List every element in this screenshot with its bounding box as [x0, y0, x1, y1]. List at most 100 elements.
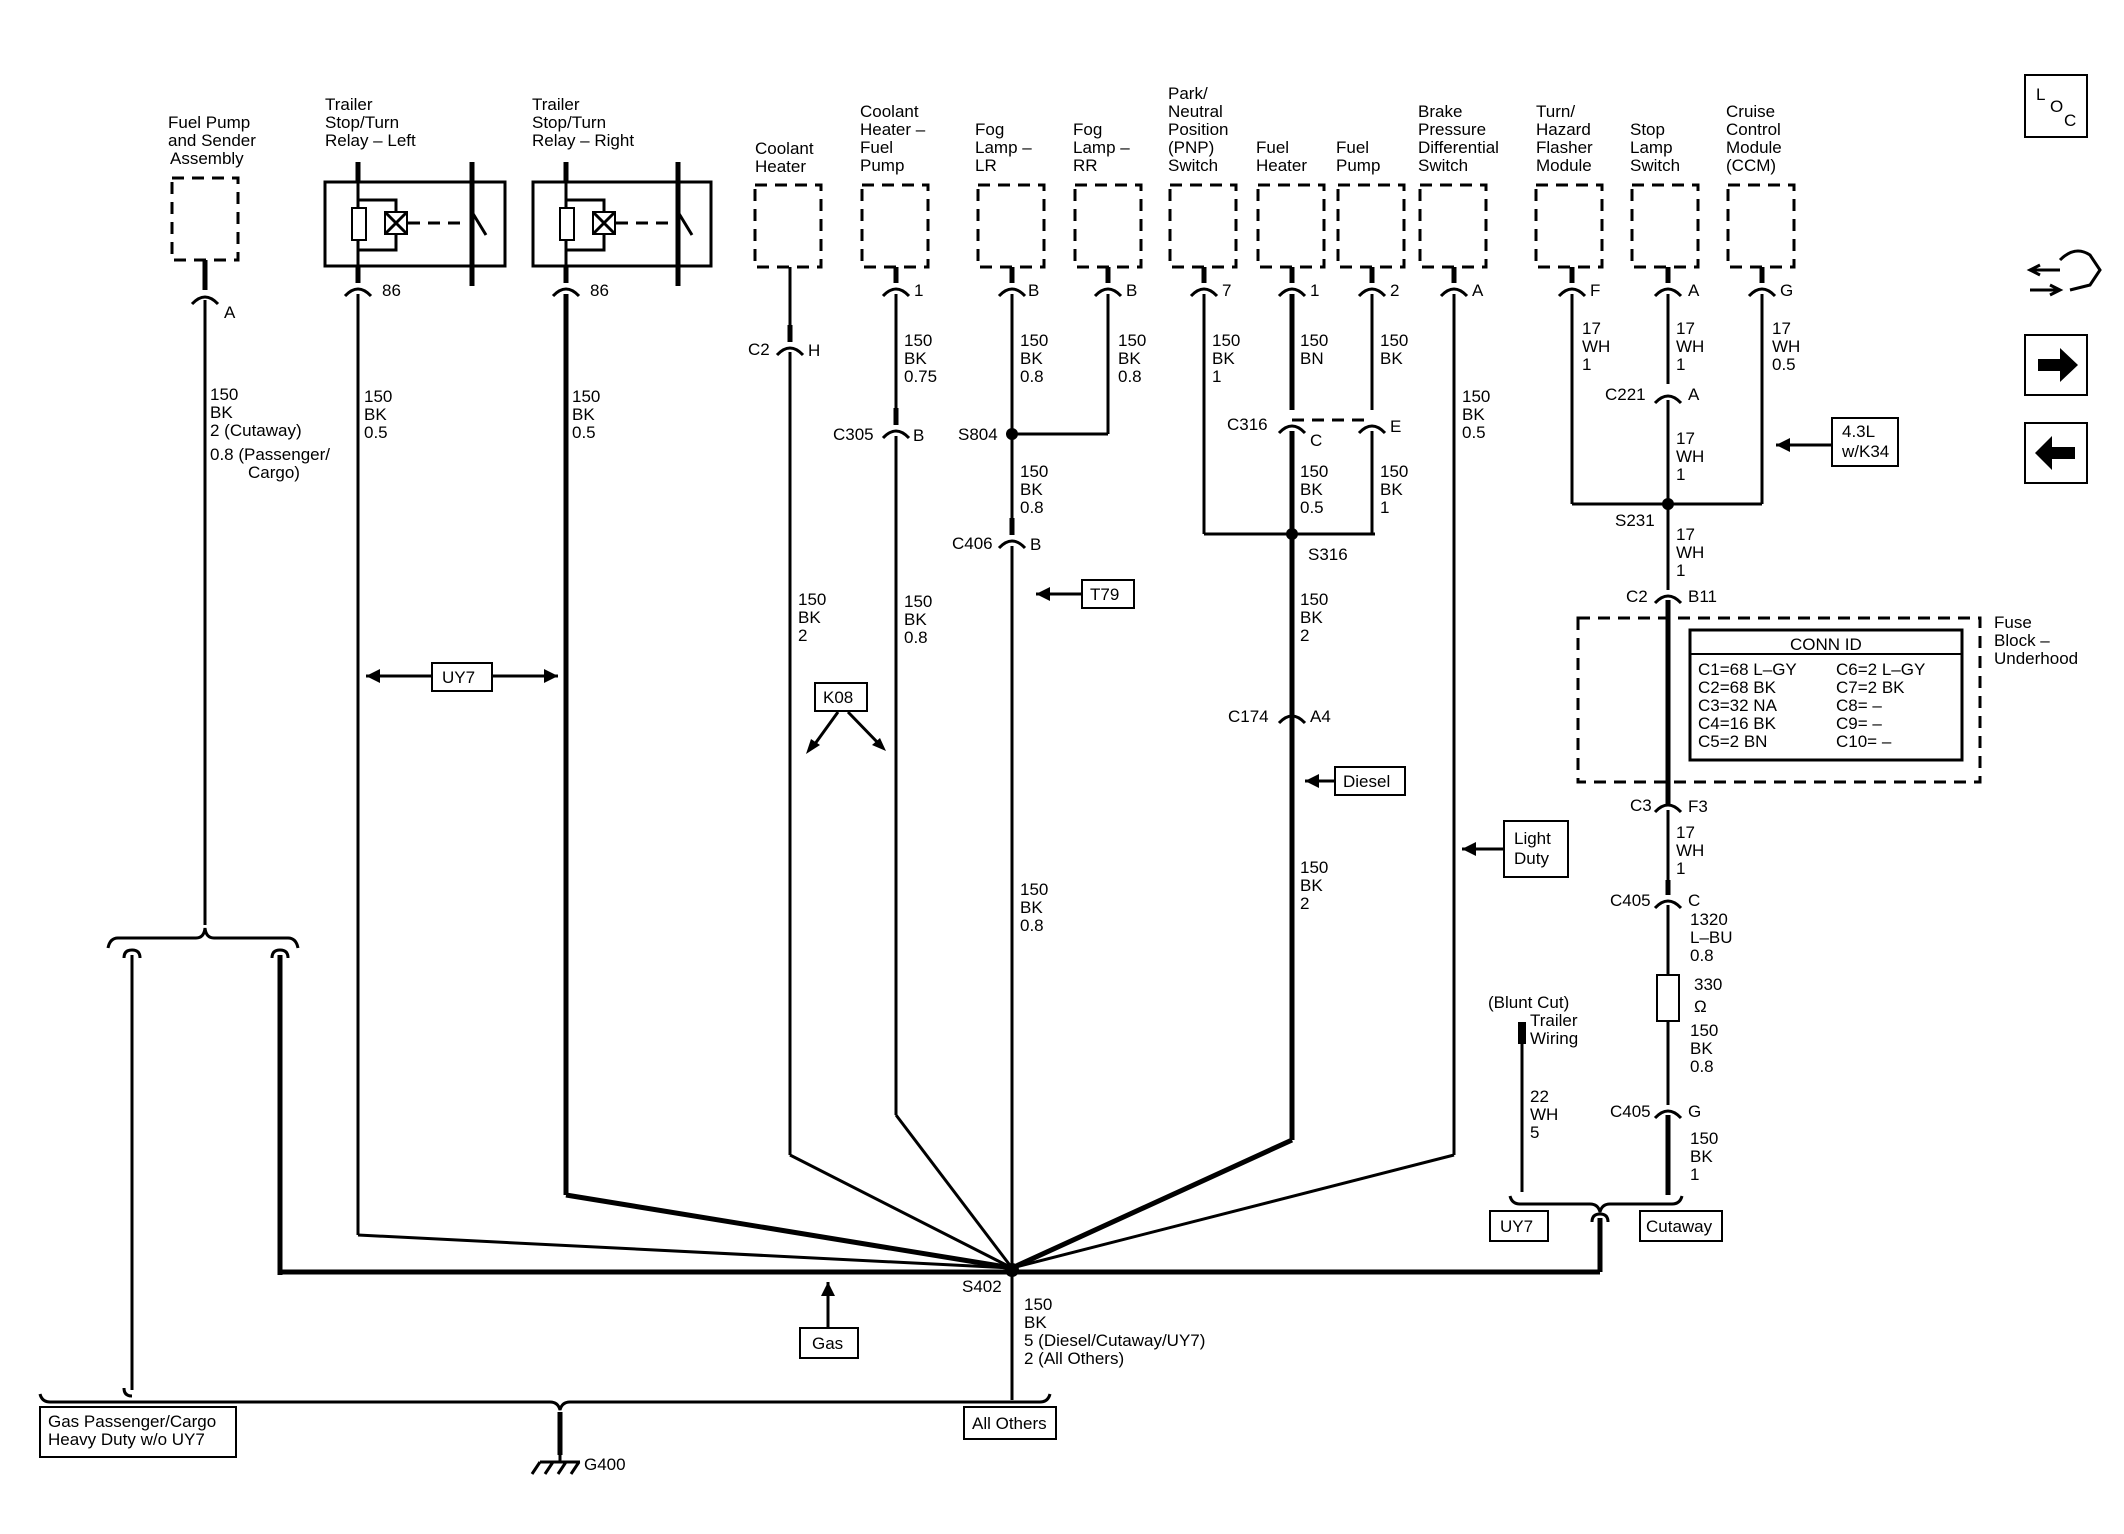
svg-text:S402: S402: [962, 1277, 1002, 1296]
svg-text:150: 150: [1024, 1295, 1052, 1314]
svg-text:86: 86: [382, 281, 401, 300]
svg-text:BK: BK: [572, 405, 595, 424]
svg-text:0.5: 0.5: [572, 423, 596, 442]
svg-text:150: 150: [1300, 858, 1328, 877]
svg-text:C221: C221: [1605, 385, 1646, 404]
svg-text:1320: 1320: [1690, 910, 1728, 929]
previous-page-button[interactable]: [2024, 422, 2088, 484]
svg-text:Lamp –: Lamp –: [1073, 138, 1130, 157]
resistor: [1656, 974, 1680, 1022]
uy7-option-indicator: UY7: [366, 662, 558, 692]
svg-text:Underhood: Underhood: [1994, 649, 2078, 668]
svg-text:0.8: 0.8: [1020, 367, 1044, 386]
svg-text:Fog: Fog: [1073, 120, 1102, 139]
svg-text:C7=2 BK: C7=2 BK: [1836, 678, 1905, 697]
svg-text:BK: BK: [904, 349, 927, 368]
svg-text:C2=68 BK: C2=68 BK: [1698, 678, 1777, 697]
svg-text:Heater: Heater: [1256, 156, 1307, 175]
splice-s402: S402 150 BK 5 (Diesel/Cutaway/UY7) 2 (Al…: [962, 1270, 1205, 1400]
splice-s231: S231 17 WH 1 C2 B11: [1615, 498, 1717, 805]
svg-text:w/K34: w/K34: [1841, 442, 1889, 461]
trailer-relay-right: Trailer Stop/Turn Relay – Right 86 150 B…: [531, 95, 713, 1195]
svg-text:7: 7: [1222, 281, 1231, 300]
svg-text:150: 150: [1690, 1129, 1718, 1148]
svg-text:2: 2: [1390, 281, 1399, 300]
svg-text:Stop/Turn: Stop/Turn: [532, 113, 606, 132]
svg-text:C406: C406: [952, 534, 993, 553]
svg-text:C174: C174: [1228, 707, 1269, 726]
svg-text:1: 1: [1676, 561, 1685, 580]
svg-text:Coolant: Coolant: [755, 139, 814, 158]
svg-text:BK: BK: [1118, 349, 1141, 368]
svg-text:K08: K08: [823, 688, 853, 707]
svg-text:BK: BK: [1212, 349, 1235, 368]
svg-text:BK: BK: [210, 403, 233, 422]
svg-text:F3: F3: [1688, 797, 1708, 816]
svg-text:BK: BK: [1690, 1039, 1713, 1058]
svg-text:150: 150: [1212, 331, 1240, 350]
svg-text:C3: C3: [1630, 796, 1652, 815]
svg-text:0.8: 0.8: [1690, 946, 1714, 965]
svg-text:17: 17: [1676, 429, 1695, 448]
coolant-heater-fuel-pump: Coolant Heater – Fuel Pump 1 150 BK 0.75…: [833, 102, 937, 1115]
svg-text:Position: Position: [1168, 120, 1228, 139]
svg-text:Switch: Switch: [1418, 156, 1468, 175]
previous-page-arrow-icon: [2035, 436, 2075, 470]
svg-text:Assembly: Assembly: [170, 149, 244, 168]
svg-text:Fog: Fog: [975, 120, 1004, 139]
loc-button[interactable]: L O C: [2024, 74, 2088, 138]
svg-text:17: 17: [1676, 319, 1695, 338]
svg-text:C5=2 BN: C5=2 BN: [1698, 732, 1767, 751]
svg-text:Heavy Duty w/o UY7: Heavy Duty w/o UY7: [48, 1430, 205, 1449]
stop-lamp-switch: Stop Lamp Switch A 17 WH 1 C221 A 17 WH …: [1605, 120, 1704, 590]
svg-text:C: C: [2064, 111, 2076, 130]
svg-text:BK: BK: [1020, 349, 1043, 368]
svg-text:150: 150: [904, 592, 932, 611]
svg-text:BN: BN: [1300, 349, 1324, 368]
svg-text:0.8: 0.8: [1690, 1057, 1714, 1076]
svg-text:1: 1: [914, 281, 923, 300]
pnp-switch: Park/ Neutral Position (PNP) Switch 7 15…: [1168, 84, 1375, 536]
svg-text:150: 150: [572, 387, 600, 406]
fuel-pump-sender-assembly: Fuel Pump and Sender Assembly A 150 BK 2…: [168, 113, 330, 925]
svg-text:B: B: [1126, 281, 1137, 300]
connector-c316: C316 C E 150 BK 0.5 150 BK 1: [1227, 415, 1408, 1140]
svg-text:2 (All Others): 2 (All Others): [1024, 1349, 1124, 1368]
svg-text:0.8: 0.8: [904, 628, 928, 647]
svg-text:150: 150: [1462, 387, 1490, 406]
svg-text:22: 22: [1530, 1087, 1549, 1106]
svg-text:A4: A4: [1310, 707, 1331, 726]
svg-text:S316: S316: [1308, 545, 1348, 564]
svg-text:Fuse: Fuse: [1994, 613, 2032, 632]
svg-text:17: 17: [1676, 823, 1695, 842]
svg-text:2 (Cutaway): 2 (Cutaway): [210, 421, 302, 440]
svg-text:WH: WH: [1676, 337, 1704, 356]
svg-text:B: B: [1030, 535, 1041, 554]
svg-text:17: 17: [1582, 319, 1601, 338]
component-locator-icon[interactable]: [2026, 249, 2102, 297]
next-page-button[interactable]: [2024, 334, 2088, 396]
svg-text:C305: C305: [833, 425, 874, 444]
svg-text:C1=68 L–GY: C1=68 L–GY: [1698, 660, 1797, 679]
svg-text:150: 150: [1020, 331, 1048, 350]
svg-text:L–BU: L–BU: [1690, 928, 1733, 947]
fuse-block-underhood: Fuse Block – Underhood CONN ID C1=68 L–G…: [1576, 613, 2078, 784]
svg-text:G: G: [1780, 281, 1793, 300]
splice-s316: S316 150 BK 2 C174 A4 150 BK 2: [1228, 528, 1348, 913]
svg-text:E: E: [1390, 417, 1401, 436]
svg-text:Flasher: Flasher: [1536, 138, 1593, 157]
svg-text:Stop/Turn: Stop/Turn: [325, 113, 399, 132]
svg-text:Duty: Duty: [1514, 849, 1549, 868]
svg-text:Light: Light: [1514, 829, 1551, 848]
svg-text:150: 150: [1380, 462, 1408, 481]
svg-text:A: A: [224, 303, 236, 322]
svg-text:LR: LR: [975, 156, 997, 175]
cruise-control-module: Cruise Control Module (CCM) G 17 WH 0.5: [1726, 102, 1800, 504]
svg-text:Gas: Gas: [812, 1334, 843, 1353]
ground-convergence: [280, 1114, 1600, 1277]
svg-text:Module: Module: [1536, 156, 1592, 175]
svg-text:1: 1: [1676, 465, 1685, 484]
svg-text:C9= –: C9= –: [1836, 714, 1882, 733]
gas-passenger-branch: [106, 927, 300, 1398]
svg-text:BK: BK: [1380, 349, 1403, 368]
